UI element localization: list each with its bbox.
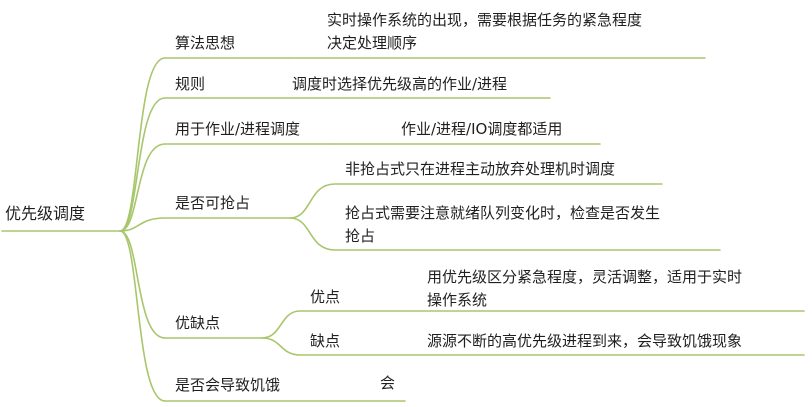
pros-detail-1: 用优先级区分紧急程度，灵活调整，适用于实时 [427, 268, 743, 286]
connector-applies-to [119, 143, 166, 232]
pros-detail-2: 操作系统 [427, 291, 488, 309]
non-preemptive-detail: 非抢占式只在进程主动放弃处理机时调度 [345, 160, 616, 178]
node-pros-cons: 优缺点 [175, 314, 221, 332]
preemptive-detail-1: 抢占式需要注意就绪队列变化时，检查是否发生 [345, 204, 661, 222]
connector-starvation [119, 230, 166, 402]
connector-preemptive-detail [289, 217, 721, 251]
connector-rule [119, 97, 166, 232]
node-algorithm-idea: 算法思想 [175, 34, 236, 52]
connector-preemptive [119, 217, 166, 232]
starvation-detail: 会 [380, 374, 396, 392]
algorithm-idea-detail-2: 决定处理顺序 [327, 34, 418, 52]
applies-to-detail: 作业/进程/IO调度都适用 [401, 120, 563, 138]
node-preemptive: 是否可抢占 [175, 194, 251, 212]
pros-label: 优点 [310, 288, 341, 306]
connector-cons [261, 337, 369, 356]
preemptive-detail-2: 抢占 [345, 227, 376, 245]
connector-pros-cons [119, 230, 166, 339]
root-node: 优先级调度 [5, 204, 86, 223]
rule-detail: 调度时选择优先级高的作业/进程 [292, 75, 508, 93]
connector-pros [261, 310, 369, 339]
connector-non-preemptive [289, 183, 663, 219]
cons-label: 缺点 [310, 332, 341, 350]
node-applies-to: 用于作业/进程调度 [175, 120, 301, 138]
node-starvation: 是否会导致饥饿 [175, 376, 281, 394]
node-rule: 规则 [175, 75, 206, 93]
connector-algorithm-idea [119, 57, 166, 232]
algorithm-idea-detail-1: 实时操作系统的出现，需要根据任务的紧急程度 [327, 11, 643, 29]
cons-detail: 源源不断的高优先级进程到来，会导致饥饿现象 [427, 332, 743, 350]
